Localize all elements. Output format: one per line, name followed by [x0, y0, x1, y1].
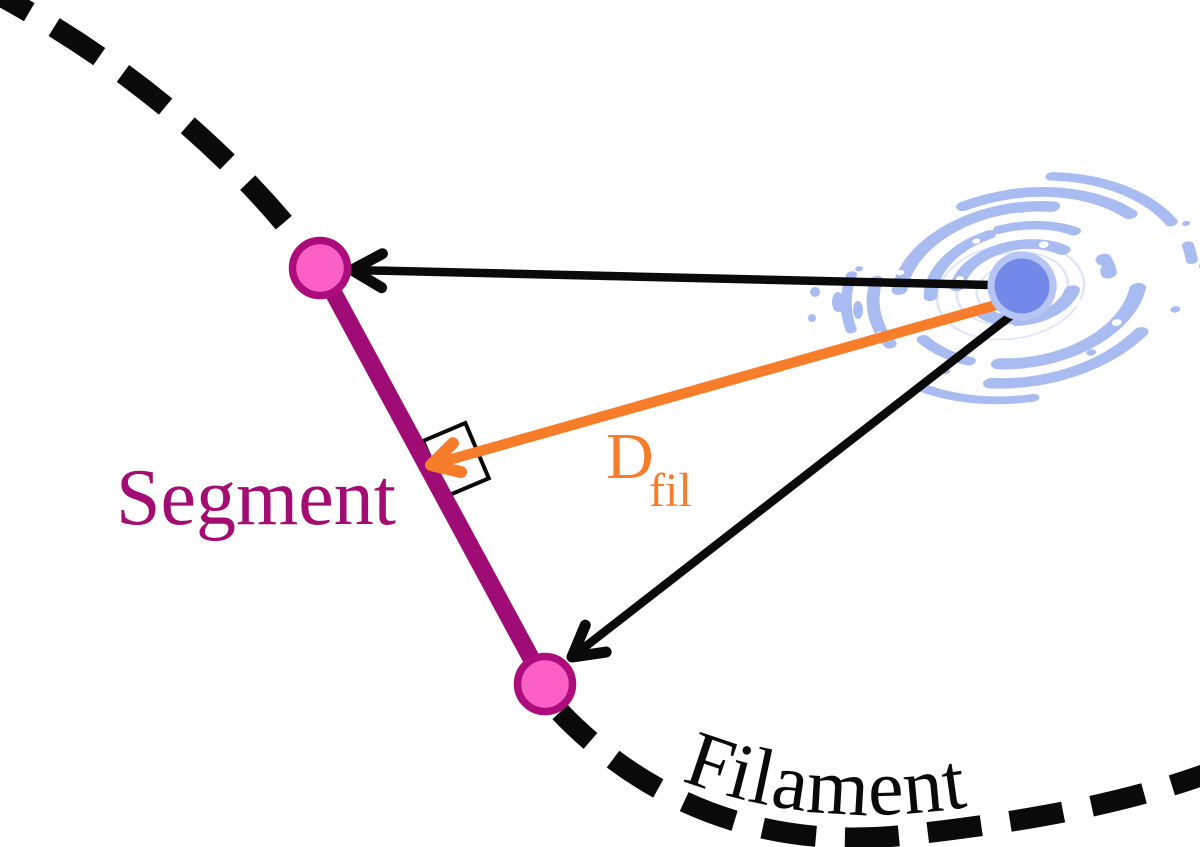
arrow-to-bottom-node	[566, 293, 1038, 663]
distance-arrow	[425, 288, 1037, 479]
galaxy-edge-droplets	[808, 287, 863, 322]
distance-label-subscript: fil	[649, 464, 692, 517]
filament-dashed-curve-lower	[552, 704, 1200, 847]
galaxy-core	[994, 258, 1050, 314]
distance-label-main: D	[606, 420, 654, 493]
segment-label: Segment	[116, 454, 396, 542]
filament-dashed-curve-upper	[0, 0, 328, 274]
arrow-to-top-node	[346, 248, 1036, 294]
segment-node-top	[288, 236, 352, 300]
segment-node-bottom	[513, 652, 577, 716]
